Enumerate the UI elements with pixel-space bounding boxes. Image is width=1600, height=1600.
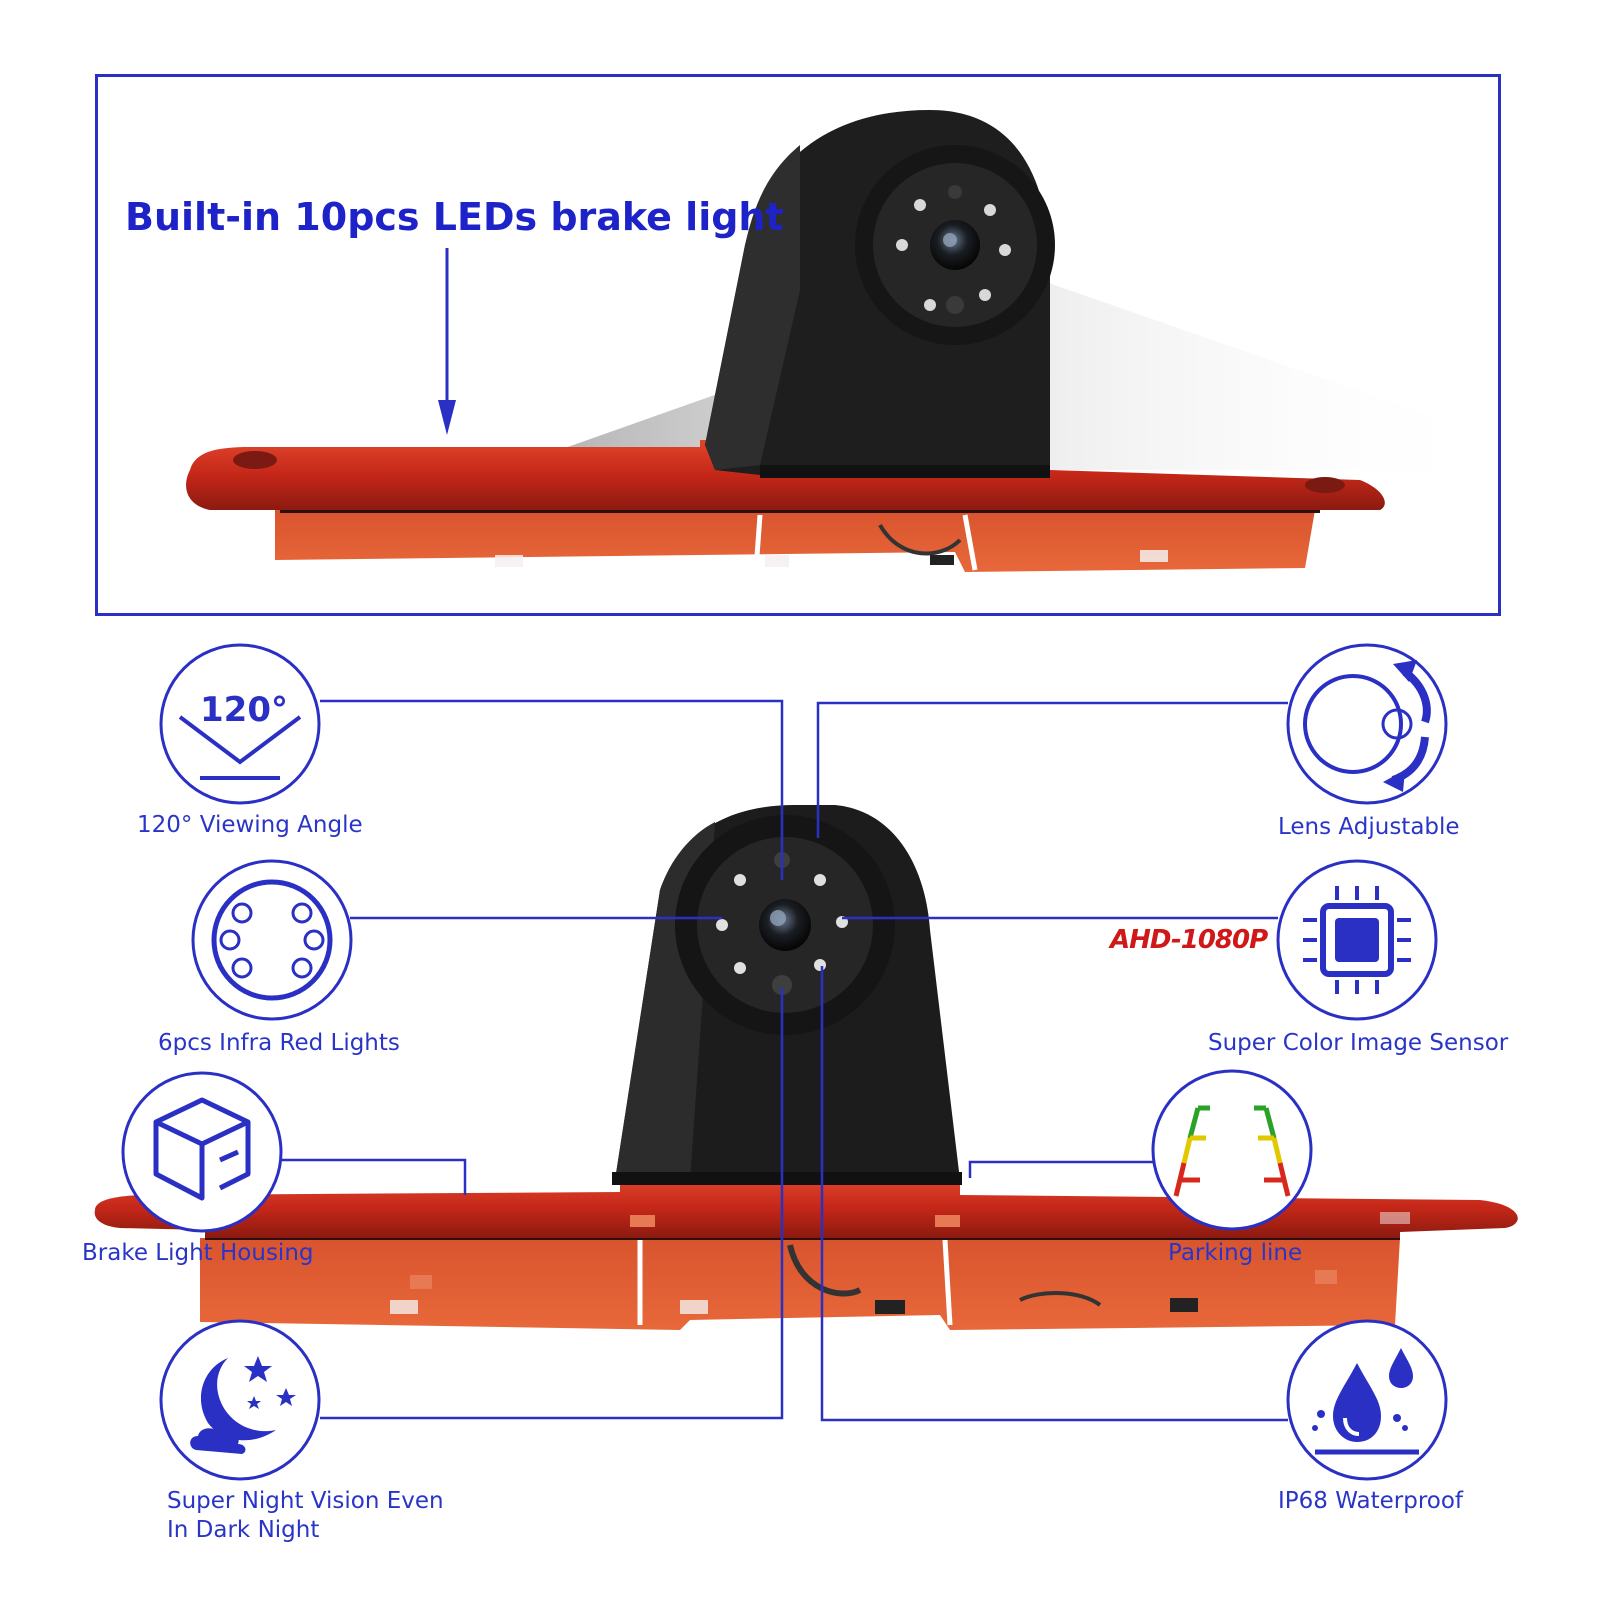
infrared-label: 6pcs Infra Red Lights: [158, 1030, 400, 1056]
sensor-label: Super Color Image Sensor: [1208, 1030, 1509, 1056]
chip-icon: [1276, 859, 1438, 1021]
headline: Built-in 10pcs LEDs brake light: [125, 195, 784, 239]
parking-lines-icon: [1151, 1069, 1313, 1231]
top-product-frame: [95, 74, 1501, 616]
angle-icon-text: 120°: [200, 690, 288, 730]
waterproof-label: IP68 Waterproof: [1278, 1488, 1464, 1514]
viewing-angle-label: 120° Viewing Angle: [137, 812, 363, 838]
parking-label: Parking line: [1168, 1240, 1303, 1266]
rotate-lens-icon: [1286, 643, 1448, 805]
night-label-line2: In Dark Night: [167, 1517, 320, 1543]
lens-adjustable-label: Lens Adjustable: [1278, 814, 1460, 840]
ahd-1080p-badge: AHD-1080P: [1110, 925, 1268, 955]
moon-stars-icon: [159, 1319, 321, 1481]
angle-icon: [159, 643, 321, 805]
night-label-line1: Super Night Vision Even: [167, 1488, 444, 1514]
housing-label: Brake Light Housing: [82, 1240, 314, 1266]
ir-leds-icon: [191, 859, 353, 1021]
water-drops-icon: [1286, 1319, 1448, 1481]
cube-icon: [121, 1071, 283, 1233]
